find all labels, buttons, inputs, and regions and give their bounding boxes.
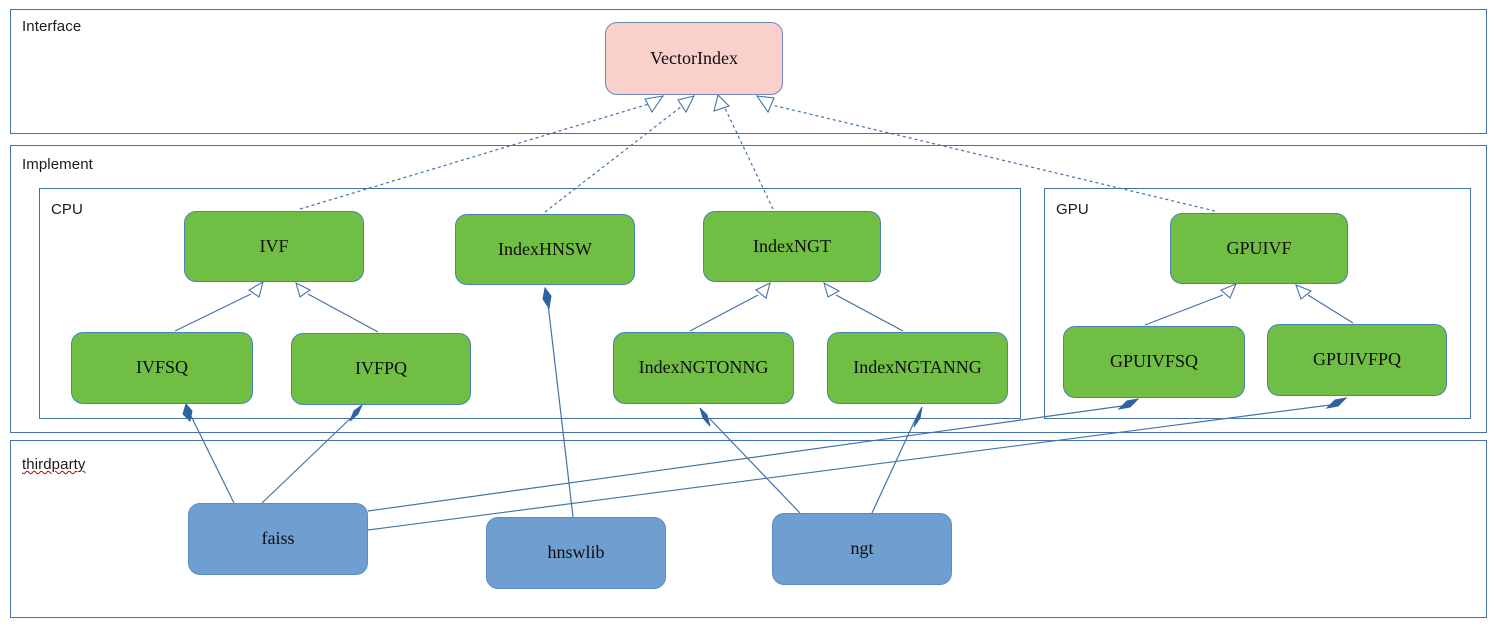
node-gpuivfsq[interactable]: GPUIVFSQ <box>1063 326 1245 398</box>
group-label-cpu: CPU <box>51 201 83 218</box>
node-indexngtanng[interactable]: IndexNGTANNG <box>827 332 1008 404</box>
node-label-vectorindex: VectorIndex <box>650 47 738 68</box>
node-indexhnsw[interactable]: IndexHNSW <box>455 214 635 285</box>
node-label-faiss: faiss <box>261 528 295 549</box>
node-label-ivf: IVF <box>259 235 289 256</box>
node-label-ngt: ngt <box>850 538 874 559</box>
node-gpuivf[interactable]: GPUIVF <box>1170 213 1348 284</box>
node-label-gpuivfsq: GPUIVFSQ <box>1109 351 1199 372</box>
node-label-indexngtonng: IndexNGTONNG <box>638 357 769 378</box>
node-label-indexhnsw: IndexHNSW <box>498 238 592 259</box>
node-ivfsq[interactable]: IVFSQ <box>71 332 253 404</box>
node-label-indexngtanng: IndexNGTANNG <box>853 357 982 378</box>
node-ivfpq[interactable]: IVFPQ <box>291 333 471 405</box>
group-label-thirdparty: thirdparty <box>22 456 86 473</box>
node-label-hnswlib: hnswlib <box>547 542 605 563</box>
group-label-implement: Implement <box>22 156 93 173</box>
node-label-indexngt: IndexNGT <box>753 235 831 256</box>
node-faiss[interactable]: faiss <box>188 503 368 575</box>
group-label-interface: Interface <box>22 18 82 35</box>
node-label-ivfpq: IVFPQ <box>354 358 407 379</box>
node-indexngtonng[interactable]: IndexNGTONNG <box>613 332 794 404</box>
node-ngt[interactable]: ngt <box>772 513 952 585</box>
node-vectorindex[interactable]: VectorIndex <box>605 22 783 95</box>
node-label-gpuivf: GPUIVF <box>1226 237 1292 258</box>
node-indexngt[interactable]: IndexNGT <box>703 211 881 282</box>
node-gpuivfpq[interactable]: GPUIVFPQ <box>1267 324 1447 396</box>
node-label-gpuivfpq: GPUIVFPQ <box>1312 349 1402 370</box>
node-label-ivfsq: IVFSQ <box>135 357 188 378</box>
group-label-gpu: GPU <box>1056 201 1089 218</box>
node-hnswlib[interactable]: hnswlib <box>486 517 666 589</box>
node-ivf[interactable]: IVF <box>184 211 364 282</box>
